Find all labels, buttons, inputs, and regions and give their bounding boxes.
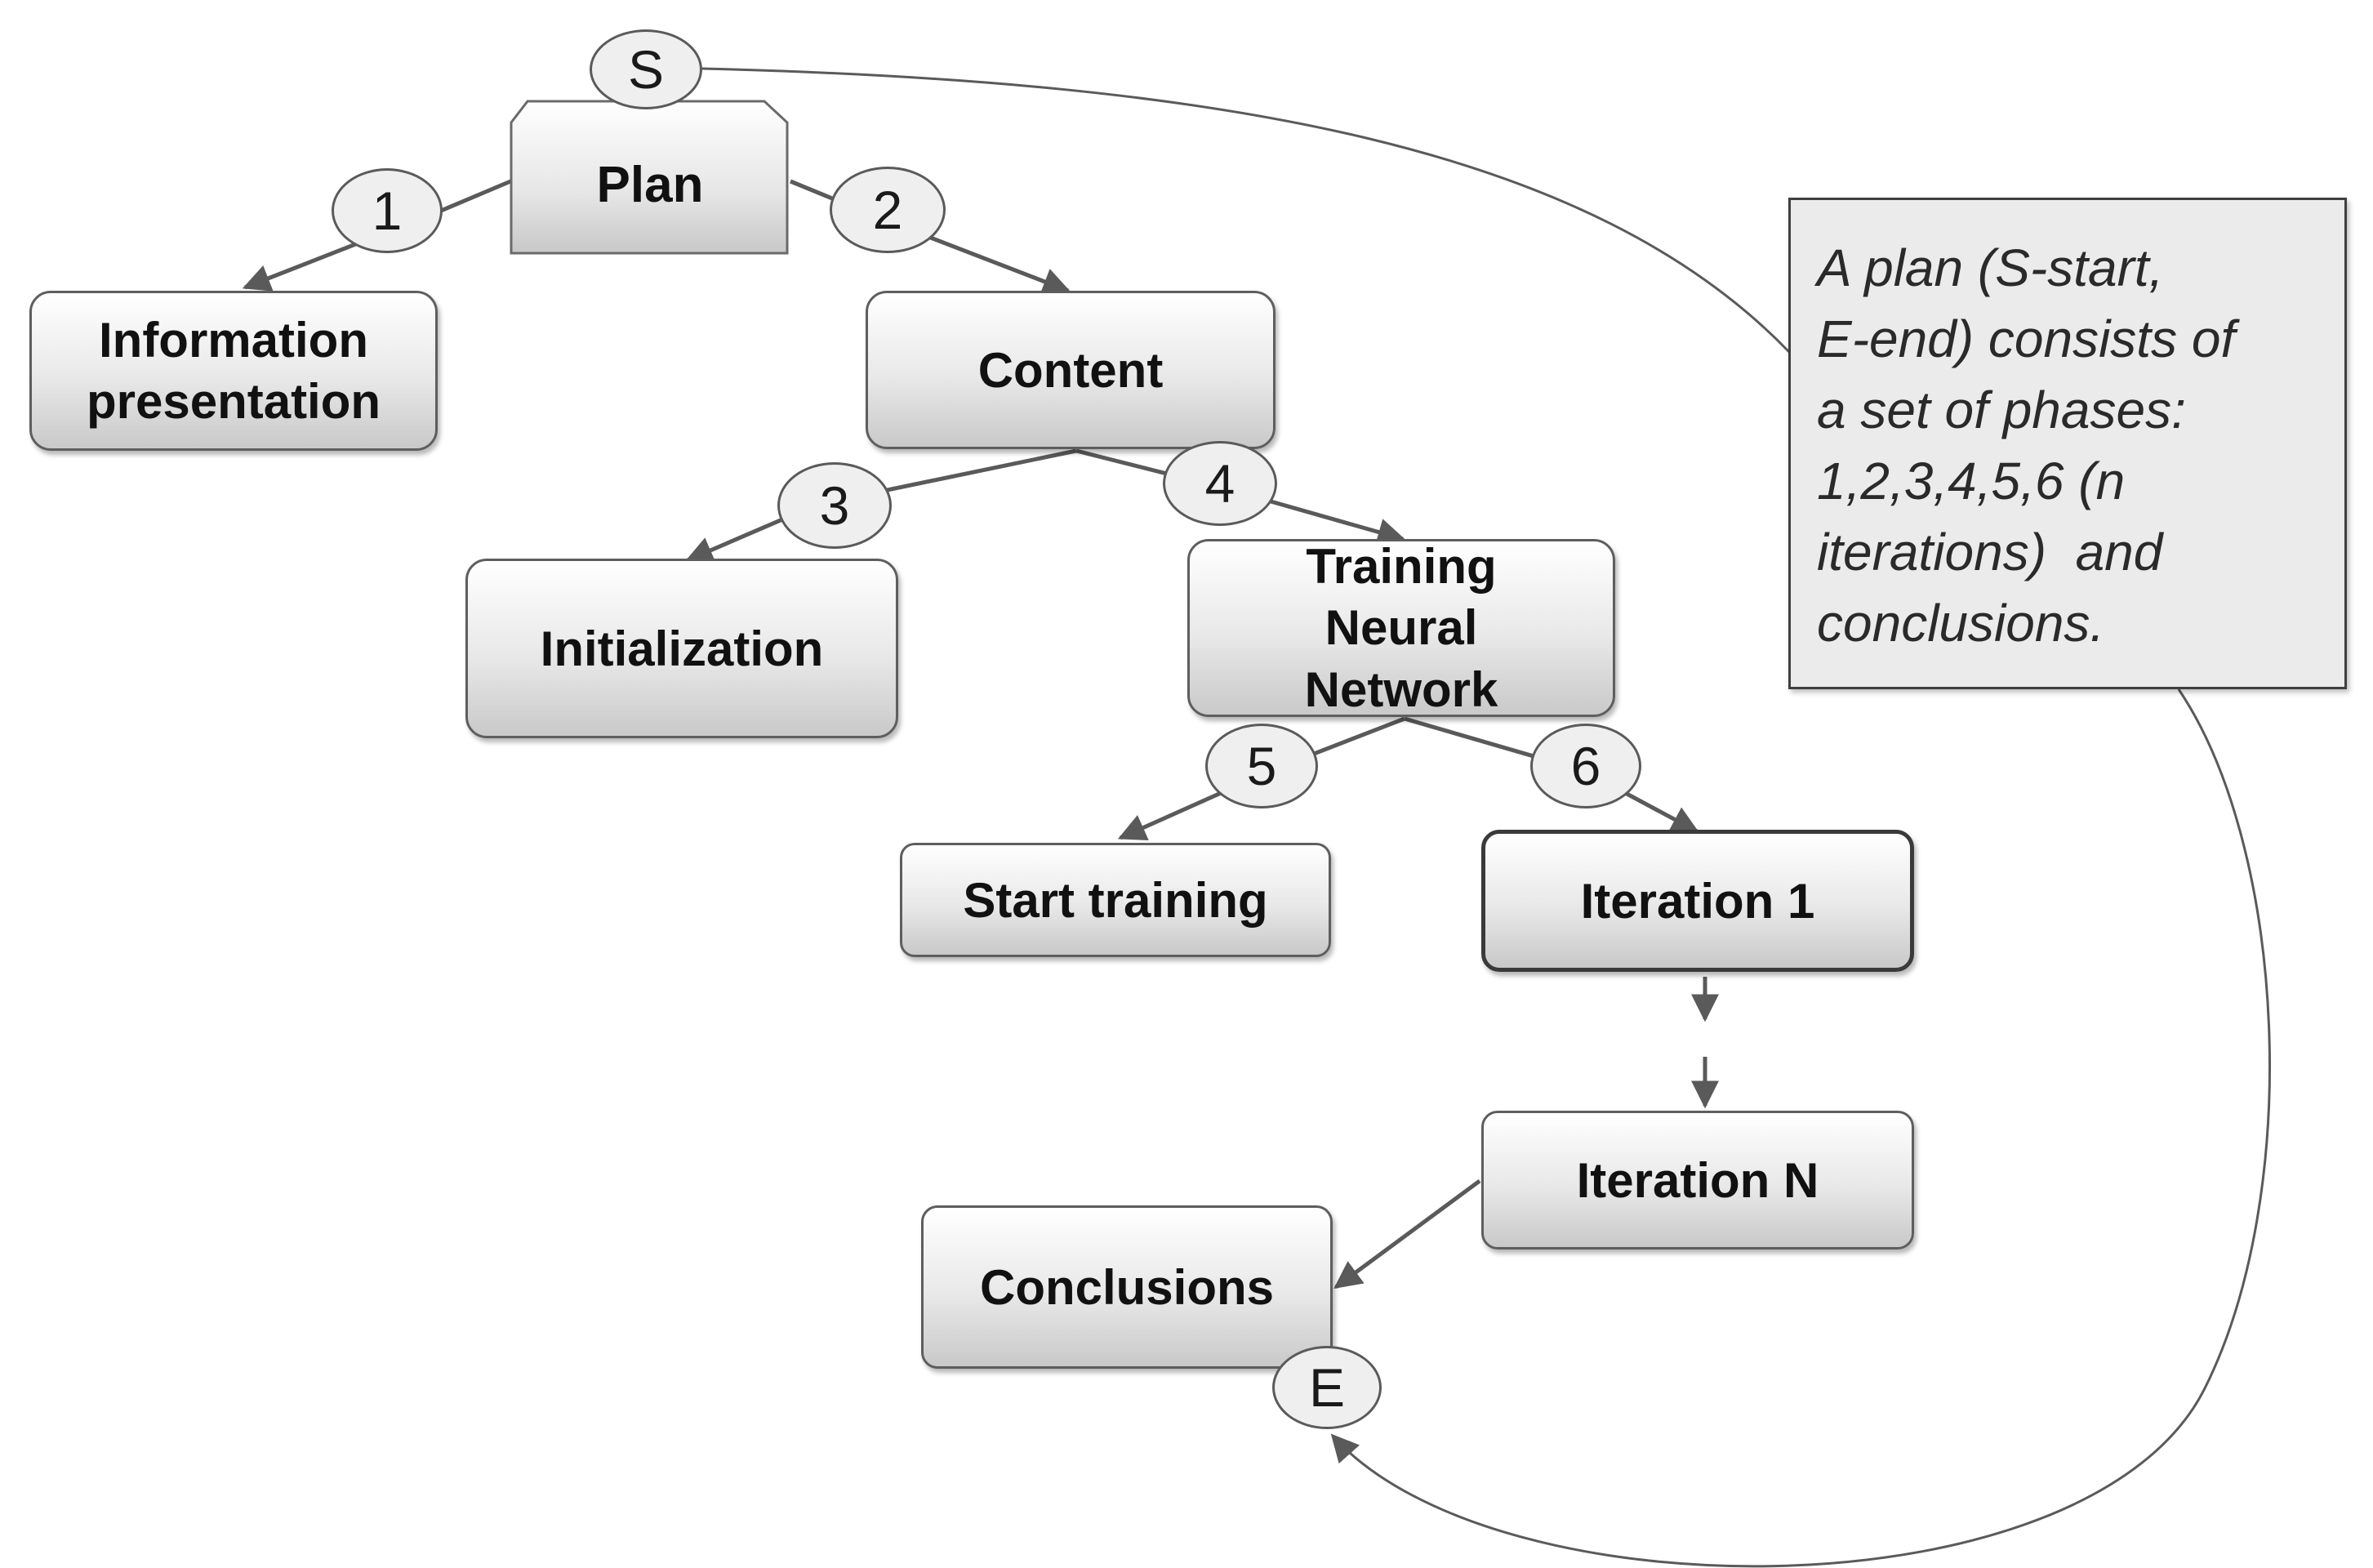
training-neural-network-node: Training Neural Network — [1187, 539, 1615, 717]
iteration-1-node: Iteration 1 — [1481, 830, 1914, 972]
conclusions-label: Conclusions — [979, 1259, 1275, 1315]
end-badge: E — [1272, 1346, 1382, 1429]
start-training-label: Start training — [963, 872, 1268, 928]
note-line-3: a set of phases: — [1817, 381, 2186, 440]
start-training-node: Start training — [900, 843, 1331, 957]
note-line-1: A plan (S-start, — [1817, 238, 2164, 297]
phase-4-badge: 4 — [1163, 441, 1277, 526]
initialization-node: Initialization — [465, 559, 898, 738]
iteration-n-node: Iteration N — [1481, 1111, 1914, 1250]
content-node: Content — [866, 291, 1276, 449]
edge-start-to-note — [701, 67, 1792, 354]
conclusions-node: Conclusions — [921, 1205, 1333, 1369]
edge-note-to-end — [1330, 688, 2271, 1568]
start-badge: S — [590, 29, 702, 109]
plan-label: Plan — [596, 156, 704, 213]
initialization-label: Initialization — [540, 621, 824, 676]
iteration-1-label: Iteration 1 — [1580, 873, 1815, 929]
phase-6-badge: 6 — [1530, 724, 1641, 808]
edge-iterationN-to-conclusions — [1333, 1178, 1481, 1290]
info-label-line2: presentation — [86, 374, 381, 429]
information-presentation-node: Information presentation — [29, 291, 438, 451]
note-line-2: E-end) consists of — [1817, 310, 2236, 369]
training-label-line1: Training — [1306, 538, 1497, 594]
phase-2-badge: 2 — [830, 167, 946, 253]
legend-note: A plan (S-start, E-end) consists of a se… — [1788, 198, 2347, 689]
plan-shape — [510, 100, 789, 255]
content-label: Content — [977, 342, 1164, 398]
training-label-line3: Network — [1304, 662, 1498, 717]
training-label-line2: Neural — [1325, 600, 1478, 656]
phase-3-badge: 3 — [777, 462, 892, 549]
note-line-4: 1,2,3,4,5,6 (n — [1817, 452, 2126, 511]
phase-5-badge: 5 — [1205, 724, 1318, 808]
note-line-5: iterations) and — [1817, 523, 2163, 582]
plan-node: Plan — [510, 136, 790, 234]
note-line-6: conclusions. — [1817, 594, 2105, 653]
iteration-n-label: Iteration N — [1576, 1152, 1819, 1208]
phase-1-badge: 1 — [332, 168, 443, 253]
info-label-line1: Information — [99, 313, 368, 368]
